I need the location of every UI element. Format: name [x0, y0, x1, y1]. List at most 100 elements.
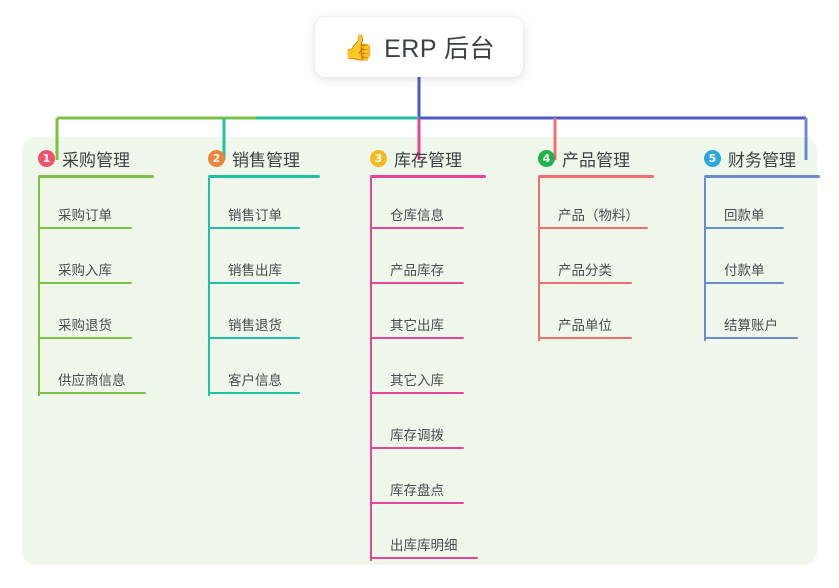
number-badge-icon: 1: [38, 149, 55, 167]
list-item-rule: [208, 392, 300, 394]
list-item[interactable]: 库存调拨: [362, 398, 486, 453]
root-node-card[interactable]: 👍 ERP 后台: [315, 17, 523, 77]
thumbs-up-emoji: 👍: [342, 32, 375, 62]
number-badge-icon: 5: [704, 149, 721, 167]
column-trunk-line: [538, 178, 540, 341]
list-item-label: 销售退货: [228, 318, 282, 333]
column-title: 销售管理: [232, 150, 300, 170]
column-item-list: 回款单付款单结算账户: [696, 178, 820, 343]
column-header-1[interactable]: 1 采购管理: [30, 146, 154, 170]
column-4: 4 产品管理产品（物料） 产品分类产品单位: [530, 146, 654, 343]
list-item[interactable]: 客户信息: [200, 343, 320, 398]
list-item-label: 产品单位: [558, 318, 612, 333]
list-item[interactable]: 产品分类: [530, 233, 654, 288]
list-item-label: 其它入库: [390, 373, 444, 388]
list-item-label: 客户信息: [228, 373, 282, 388]
list-item-rule: [704, 282, 784, 284]
column-3: 3 库存管理仓库信息产品库存其它出库其它入库库存调拨库存盘点出库库明细: [362, 146, 486, 563]
list-item-label: 产品库存: [390, 263, 444, 278]
number-badge-icon: 3: [370, 149, 387, 167]
list-item-rule: [370, 337, 464, 339]
list-item-rule: [704, 227, 784, 229]
column-1: 1 采购管理采购订单采购入库采购退货供应商信息: [30, 146, 154, 398]
list-item-label: 采购退货: [58, 318, 112, 333]
list-item[interactable]: 产品（物料）: [530, 178, 654, 233]
list-item-label: 仓库信息: [390, 208, 444, 223]
list-item[interactable]: 库存盘点: [362, 453, 486, 508]
list-item-label: 供应商信息: [58, 373, 126, 388]
list-item[interactable]: 付款单: [696, 233, 820, 288]
list-item-label: 回款单: [724, 208, 765, 223]
column-title: 采购管理: [62, 150, 130, 170]
content-panel: [22, 137, 817, 565]
list-item-rule: [370, 282, 464, 284]
list-item-label: 付款单: [724, 263, 765, 278]
column-5: 5 财务管理回款单付款单结算账户: [696, 146, 820, 343]
list-item-rule: [38, 227, 132, 229]
list-item-rule: [538, 337, 632, 339]
list-item-rule: [38, 392, 146, 394]
list-item[interactable]: 采购入库: [30, 233, 154, 288]
list-item-label: 销售订单: [228, 208, 282, 223]
number-badge-icon: 4: [538, 149, 555, 167]
column-item-list: 采购订单采购入库采购退货供应商信息: [30, 178, 154, 398]
list-item[interactable]: 销售订单: [200, 178, 320, 233]
list-item-rule: [370, 557, 478, 559]
list-item-rule: [208, 282, 300, 284]
column-header-5[interactable]: 5 财务管理: [696, 146, 820, 170]
list-item-label: 库存盘点: [390, 483, 444, 498]
column-item-list: 仓库信息产品库存其它出库其它入库库存调拨库存盘点出库库明细: [362, 178, 486, 563]
list-item[interactable]: 仓库信息: [362, 178, 486, 233]
column-header-rule: [208, 175, 320, 178]
list-item-rule: [208, 227, 300, 229]
list-item-rule: [370, 227, 464, 229]
list-item-rule: [538, 227, 648, 229]
page-title: ERP 后台: [384, 35, 496, 63]
list-item-rule: [208, 337, 300, 339]
list-item-label: 采购订单: [58, 208, 112, 223]
column-header-rule: [370, 175, 486, 178]
list-item[interactable]: 其它入库: [362, 343, 486, 398]
column-title: 库存管理: [394, 150, 462, 170]
column-2: 2 销售管理销售订单销售出库销售退货客户信息: [200, 146, 320, 398]
list-item-rule: [38, 282, 132, 284]
list-item[interactable]: 销售出库: [200, 233, 320, 288]
list-item-label: 出库库明细: [390, 538, 458, 553]
list-item[interactable]: 产品库存: [362, 233, 486, 288]
column-header-rule: [538, 175, 654, 178]
list-item-label: 产品（物料）: [558, 208, 639, 223]
list-item-label: 销售出库: [228, 263, 282, 278]
column-header-2[interactable]: 2 销售管理: [200, 146, 320, 170]
column-trunk-line: [208, 178, 210, 396]
column-item-list: 销售订单销售出库销售退货客户信息: [200, 178, 320, 398]
list-item[interactable]: 采购订单: [30, 178, 154, 233]
list-item-rule: [370, 502, 464, 504]
list-item[interactable]: 出库库明细: [362, 508, 486, 563]
list-item-label: 采购入库: [58, 263, 112, 278]
list-item-rule: [538, 282, 632, 284]
list-item[interactable]: 产品单位: [530, 288, 654, 343]
list-item-label: 其它出库: [390, 318, 444, 333]
column-title: 财务管理: [728, 150, 796, 170]
column-trunk-line: [38, 178, 40, 396]
list-item-label: 库存调拨: [390, 428, 444, 443]
column-header-rule: [38, 175, 154, 178]
list-item-label: 产品分类: [558, 263, 612, 278]
column-header-rule: [704, 175, 820, 178]
list-item[interactable]: 销售退货: [200, 288, 320, 343]
list-item[interactable]: 回款单: [696, 178, 820, 233]
list-item[interactable]: 供应商信息: [30, 343, 154, 398]
list-item-rule: [38, 337, 132, 339]
column-header-3[interactable]: 3 库存管理: [362, 146, 486, 170]
column-header-4[interactable]: 4 产品管理: [530, 146, 654, 170]
number-badge-icon: 2: [208, 149, 225, 167]
column-trunk-line: [370, 178, 372, 561]
column-item-list: 产品（物料） 产品分类产品单位: [530, 178, 654, 343]
list-item[interactable]: 采购退货: [30, 288, 154, 343]
list-item[interactable]: 结算账户: [696, 288, 820, 343]
column-title: 产品管理: [562, 150, 630, 170]
list-item[interactable]: 其它出库: [362, 288, 486, 343]
list-item-rule: [704, 337, 798, 339]
